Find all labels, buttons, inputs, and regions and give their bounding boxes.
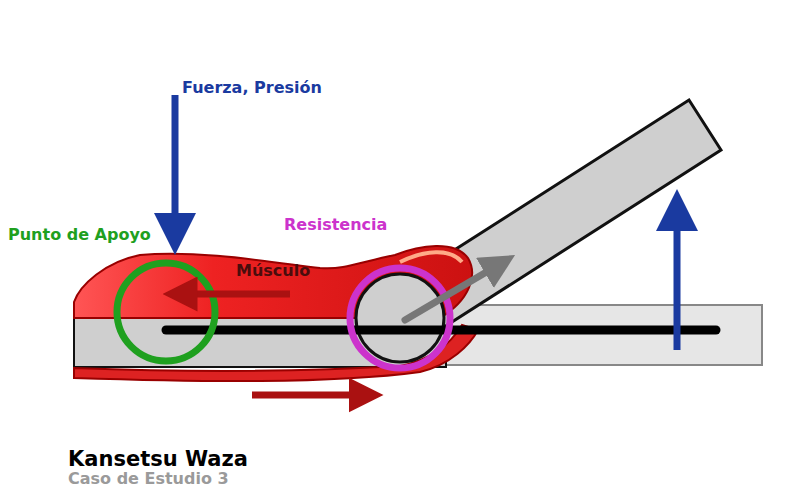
force-label: Fuerza, Presión (182, 79, 322, 97)
joint (356, 274, 444, 362)
resistance-label: Resistencia (284, 216, 387, 234)
fulcrum-circle (117, 263, 215, 361)
fulcrum-label: Punto de Apoyo (8, 226, 151, 244)
caption: Caso de Estudio 3 (68, 470, 229, 488)
force-arrow (172, 95, 179, 234)
tendon-arrow (252, 392, 366, 399)
resistance-circle (350, 268, 450, 368)
rotation-arrow (405, 264, 500, 320)
muscle-label: Músculo (236, 263, 310, 279)
muscle-pull-arrow (180, 291, 290, 298)
lever-line (166, 326, 716, 335)
lift-arrow (674, 210, 681, 350)
title: Kansetsu Waza (68, 447, 248, 471)
forearm-bar (440, 305, 762, 365)
muscle-highlight (400, 252, 462, 262)
